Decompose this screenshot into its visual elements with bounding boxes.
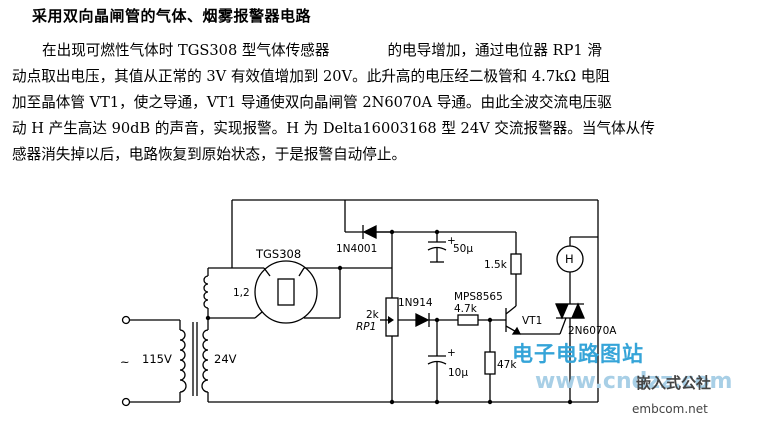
watermark-brand: 嵌入式公社 bbox=[636, 374, 712, 392]
potentiometer-rp1 bbox=[380, 297, 416, 402]
paragraph-line-4: 动 H 产生高达 90dB 的声音，实现报警。H 为 Delta16003168… bbox=[12, 120, 655, 137]
r1-label: 1.5k bbox=[484, 259, 508, 271]
watermark-brand-url: embcom.net bbox=[632, 402, 708, 416]
capacitor-50u bbox=[427, 232, 447, 263]
pot-value-label: 2k bbox=[366, 309, 380, 321]
triac-2n6070a bbox=[555, 296, 585, 402]
watermark-site-url: www.cndzz.com bbox=[535, 369, 733, 394]
input-terminals bbox=[121, 315, 181, 407]
sensor-pins-label: 1,2 bbox=[233, 287, 250, 299]
r3-label: 47k bbox=[497, 359, 517, 371]
paragraph-line-1: 在出现可燃性气体时 TGS308 型气体传感器 的电导增加，通过电位器 RP1 滑 bbox=[12, 38, 752, 64]
paragraph-line-2: 动点取出电压，其值从正常的 3V 有效值增加到 20V。此升高的电压经二极管和 … bbox=[12, 68, 610, 85]
vt1-label: VT1 bbox=[522, 315, 542, 327]
ac-input-marker: ~ bbox=[120, 355, 130, 369]
r2-label: 4.7k bbox=[454, 303, 478, 315]
paragraph-line-5: 感器消失掉以后，电路恢复到原始状态，于是报警自动停止。 bbox=[12, 146, 407, 163]
transformer bbox=[179, 267, 598, 403]
gas-sensor bbox=[232, 260, 341, 324]
resistor-47k bbox=[484, 320, 496, 402]
diode2-label: 1N914 bbox=[398, 297, 433, 309]
pot-name-label: RP1 bbox=[356, 321, 376, 333]
watermark-site-cn: 电子电路图站 bbox=[512, 342, 644, 366]
junction-dots bbox=[205, 229, 573, 405]
horn-h bbox=[556, 236, 598, 296]
cap1-label: 50μ bbox=[453, 243, 473, 255]
diode-1n4001 bbox=[344, 200, 392, 240]
resistor-1-5k bbox=[510, 232, 522, 306]
cap2-label: 10μ bbox=[448, 367, 468, 379]
sensor-label: TGS308 bbox=[255, 247, 301, 261]
triac-label: 2N6070A bbox=[568, 325, 617, 337]
description-paragraph: 在出现可燃性气体时 TGS308 型气体传感器 的电导增加，通过电位器 RP1 滑… bbox=[12, 38, 752, 168]
primary-voltage-label: 115V bbox=[142, 352, 172, 366]
diode-1n914 bbox=[415, 312, 458, 328]
resistor-4-7k bbox=[457, 314, 500, 326]
article-title: 采用双向晶闸管的气体、烟雾报警器电路 bbox=[32, 7, 312, 25]
cap1-plus: + bbox=[447, 235, 456, 247]
cap2-plus: + bbox=[447, 347, 456, 359]
paragraph-line-3: 加至晶体管 VT1，使之导通，VT1 导通使双向晶闸管 2N6070A 导通。由… bbox=[12, 94, 612, 111]
secondary-voltage-label: 24V bbox=[214, 352, 237, 366]
horn-label: H bbox=[565, 252, 574, 266]
transistor-type-label: MPS8565 bbox=[454, 291, 503, 303]
paragraph-line-1a: 在出现可燃性气体时 TGS308 型气体传感器 bbox=[42, 42, 330, 59]
diode1-label: 1N4001 bbox=[336, 243, 377, 255]
transistor-vt1 bbox=[500, 305, 560, 335]
paragraph-line-1b: 的电导增加，通过电位器 RP1 滑 bbox=[387, 42, 602, 59]
capacitor-10u bbox=[427, 320, 447, 402]
